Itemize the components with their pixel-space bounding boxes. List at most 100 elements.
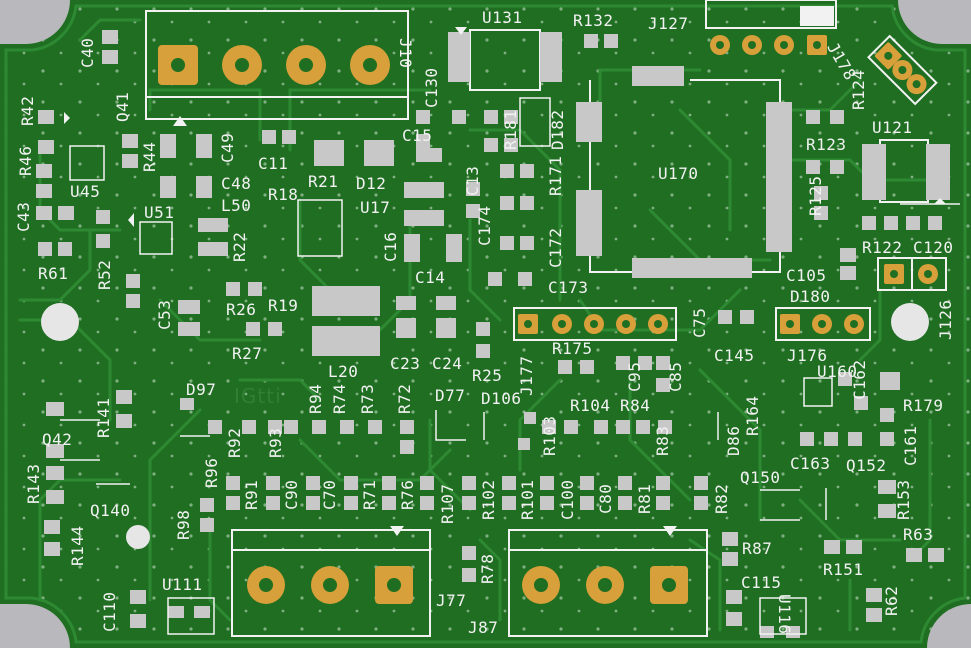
ref-r171: R171 [546,155,565,196]
ref-q42: Q42 [42,430,73,449]
ref-r123: R123 [806,135,847,154]
ref-r94: R94 [306,383,325,414]
ref-r25: R25 [472,366,503,385]
connector-J127 [705,0,837,55]
ref-u17: U17 [360,198,391,217]
ref-r96: R96 [202,457,221,488]
connector-J176 [775,307,871,341]
ref-r181: R181 [501,109,520,150]
ref-r93: R93 [266,427,285,458]
ref-r72: R72 [395,383,414,414]
ref-r78: R78 [478,553,497,584]
ref-r92: R92 [225,427,244,458]
ref-r164: R164 [743,395,762,436]
ref-r179: R179 [903,396,944,415]
ref-r91: R91 [242,479,261,510]
ref-r26: R26 [226,300,257,319]
pin1-markers [64,27,946,227]
ref-u45: U45 [70,182,101,201]
ref-c49: C49 [218,132,237,163]
connector-J10 [145,10,409,126]
ref-r27: R27 [232,344,263,363]
ref-c162: C162 [850,359,869,400]
ref-u131: U131 [482,8,523,27]
ref-r175: R175 [552,339,593,358]
ref-c100: C100 [558,479,577,520]
smd-pads [36,30,944,638]
ref-c95: C95 [625,361,644,392]
ref-c16: C16 [381,231,400,262]
ref-r83: R83 [653,425,672,456]
ref-r98: R98 [174,509,193,540]
connector-J77 [231,526,431,637]
ref-c115: C115 [741,573,782,592]
ref-l50: L50 [221,196,252,215]
ref-u121: U121 [872,118,913,137]
connector-J126 [877,257,947,291]
ref-c145: C145 [714,346,755,365]
ref-j127: J127 [648,14,689,33]
ref-r122: R122 [862,238,903,257]
ref-q150: Q150 [740,468,781,487]
ref-c53: C53 [155,299,174,330]
ref-c172: C172 [546,227,565,268]
ref-r76: R76 [398,479,417,510]
ref-r81: R81 [635,483,654,514]
connector-C173 [513,307,677,341]
ref-q41: Q41 [113,91,132,122]
ref-r107: R107 [438,483,457,524]
ref-l20: L20 [328,362,359,381]
mounting-holes [41,303,929,549]
ref-r87: R87 [742,539,773,558]
ref-r22: R22 [230,231,249,262]
ref-c40: C40 [78,37,97,68]
ic-U121 [862,139,950,203]
ref-q140: Q140 [90,501,131,520]
ref-c85: C85 [666,361,685,392]
ref-r102: R102 [479,479,498,520]
ref-c24: C24 [432,354,463,373]
ref-d77: D77 [435,386,466,405]
ref-c120: C120 [913,238,954,257]
ref-d97: D97 [186,380,217,399]
ref-c173: C173 [548,278,589,297]
ref-r124: R124 [849,69,868,110]
ref-c163: C163 [790,454,831,473]
ref-u111: U111 [162,575,203,594]
ref-r19: R19 [268,296,299,315]
ref-d86: D86 [724,425,743,456]
ref-j10: J10 [396,38,415,69]
ref-d12: D12 [356,174,387,193]
ref-u170: U170 [658,164,699,183]
ref-c13: C13 [463,165,482,196]
ref-j126: J126 [936,299,955,340]
ref-c23: C23 [390,354,421,373]
ref-u51: U51 [144,203,175,222]
ref-r44: R44 [140,141,159,172]
ref-d182: D182 [548,109,567,150]
ref-r52: R52 [95,259,114,290]
ref-c90: C90 [282,479,301,510]
ref-r84: R84 [620,396,651,415]
ref-r42: R42 [18,95,37,126]
connector-J87 [508,526,708,637]
module-U170 [576,66,792,278]
ref-c174: C174 [475,205,494,246]
ref-j87: J87 [468,618,499,637]
ref-c70: C70 [320,479,339,510]
ref-c80: C80 [596,483,615,514]
ref-r46: R46 [16,145,35,176]
connector-J178 [867,34,938,106]
ref-r61: R61 [38,264,69,283]
ref-c11: C11 [258,154,289,173]
ref-j176: J176 [787,346,828,365]
ref-c43: C43 [14,201,33,232]
ref-r101: R101 [518,479,537,520]
inductor-L20 [312,286,380,356]
ref-d106: D106 [481,389,522,408]
ref-j77: J77 [436,591,467,610]
ref-r125: R125 [806,175,825,216]
ref-r73: R73 [358,383,377,414]
